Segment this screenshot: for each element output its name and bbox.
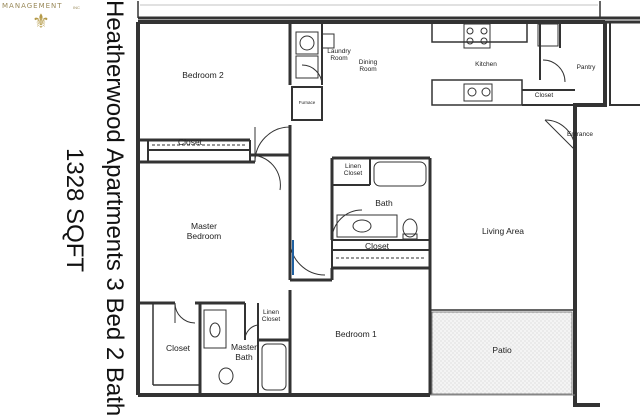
furnace-label: Furnace <box>298 100 316 105</box>
bath-label: Bath <box>375 198 393 208</box>
logo-inc-text: INC <box>73 5 80 10</box>
top-wall-strip <box>137 1 640 20</box>
fleur-de-lis-icon: ⚜ <box>32 11 50 33</box>
master-closet-label: Closet <box>165 343 191 353</box>
logo: MANAGEMENT INC ⚜ <box>0 0 90 40</box>
bedroom-2-closet-label: Closet <box>177 137 203 147</box>
bedroom-1-label: Bedroom 1 <box>335 329 377 339</box>
door-swings <box>174 59 576 341</box>
hall-closet-label: Closet <box>364 241 390 251</box>
master-bath-label: Master Bath <box>231 342 257 362</box>
patio-label: Patio <box>492 345 512 355</box>
right-stub-walls <box>605 20 640 106</box>
logo-company-text: MANAGEMENT <box>2 2 63 10</box>
exterior-walls <box>136 20 607 407</box>
linen-closet-top-label: Linen Closet <box>343 163 363 178</box>
kitchen-closet-label: Closet <box>534 92 554 99</box>
plan-size: 1328 SQFT <box>61 148 88 273</box>
fixtures <box>152 23 559 391</box>
dining-room-label: Dining Room <box>358 59 378 74</box>
living-area-label: Living Area <box>481 226 525 236</box>
master-bedroom-label: Master Bedroom <box>186 221 222 241</box>
entrance-label: Entrance <box>566 131 594 138</box>
interior-walls <box>138 21 575 395</box>
linen-closet-bottom-label: Linen Closet <box>261 309 281 324</box>
bedroom-2-label: Bedroom 2 <box>182 70 224 80</box>
kitchen-label: Kitchen <box>475 61 497 68</box>
laundry-room-label: Laundry Room <box>327 48 351 63</box>
pantry-label: Pantry <box>576 64 596 71</box>
plan-title: Heatherwood Apartments 3 Bed 2 Bath <box>101 0 128 416</box>
patio-area <box>431 311 573 395</box>
